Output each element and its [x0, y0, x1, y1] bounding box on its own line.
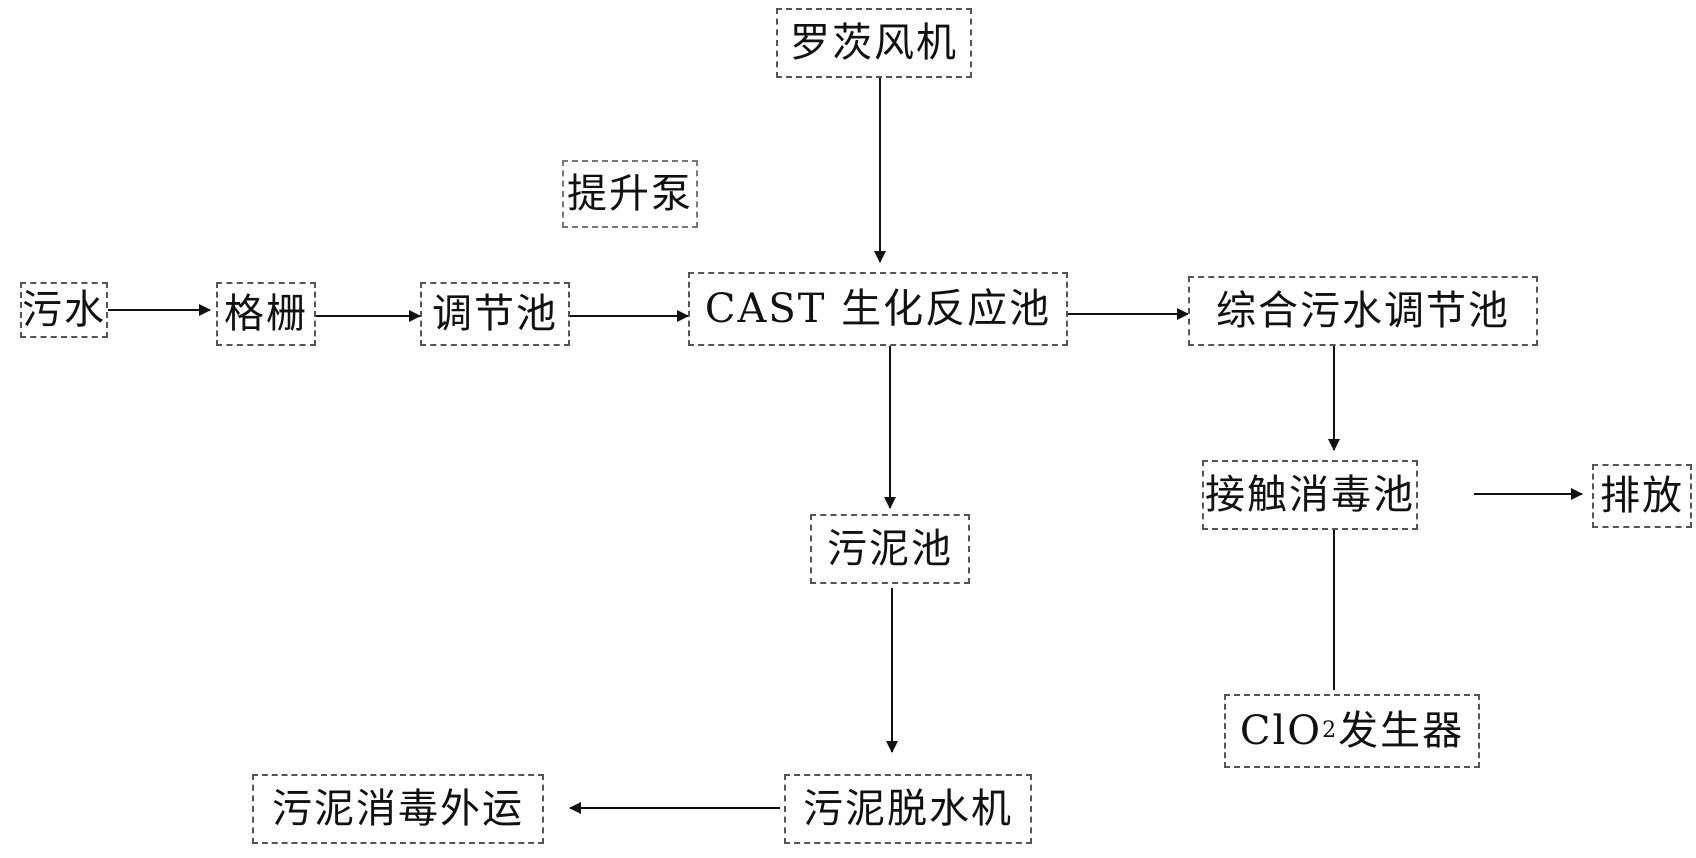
clo2-suffix: 发生器 [1338, 708, 1465, 754]
clo2-subscript: 2 [1322, 718, 1339, 743]
node-integrated-tank: 综合污水调节池 [1188, 276, 1538, 346]
node-regulating-tank: 调节池 [420, 282, 570, 346]
node-roots-blower: 罗茨风机 [776, 8, 972, 78]
node-cast-reactor: CAST 生化反应池 [688, 272, 1068, 346]
node-sludge-dewatering: 污泥脱水机 [784, 774, 1032, 844]
node-sludge-tank: 污泥池 [810, 514, 970, 584]
node-lift-pump: 提升泵 [562, 160, 698, 228]
node-discharge: 排放 [1592, 464, 1692, 528]
clo2-prefix: ClO [1239, 708, 1323, 754]
node-sludge-disposal: 污泥消毒外运 [252, 774, 544, 844]
node-contact-disinfection: 接触消毒池 [1202, 460, 1418, 530]
node-sewage: 污水 [20, 282, 108, 338]
node-grille: 格栅 [216, 282, 316, 346]
